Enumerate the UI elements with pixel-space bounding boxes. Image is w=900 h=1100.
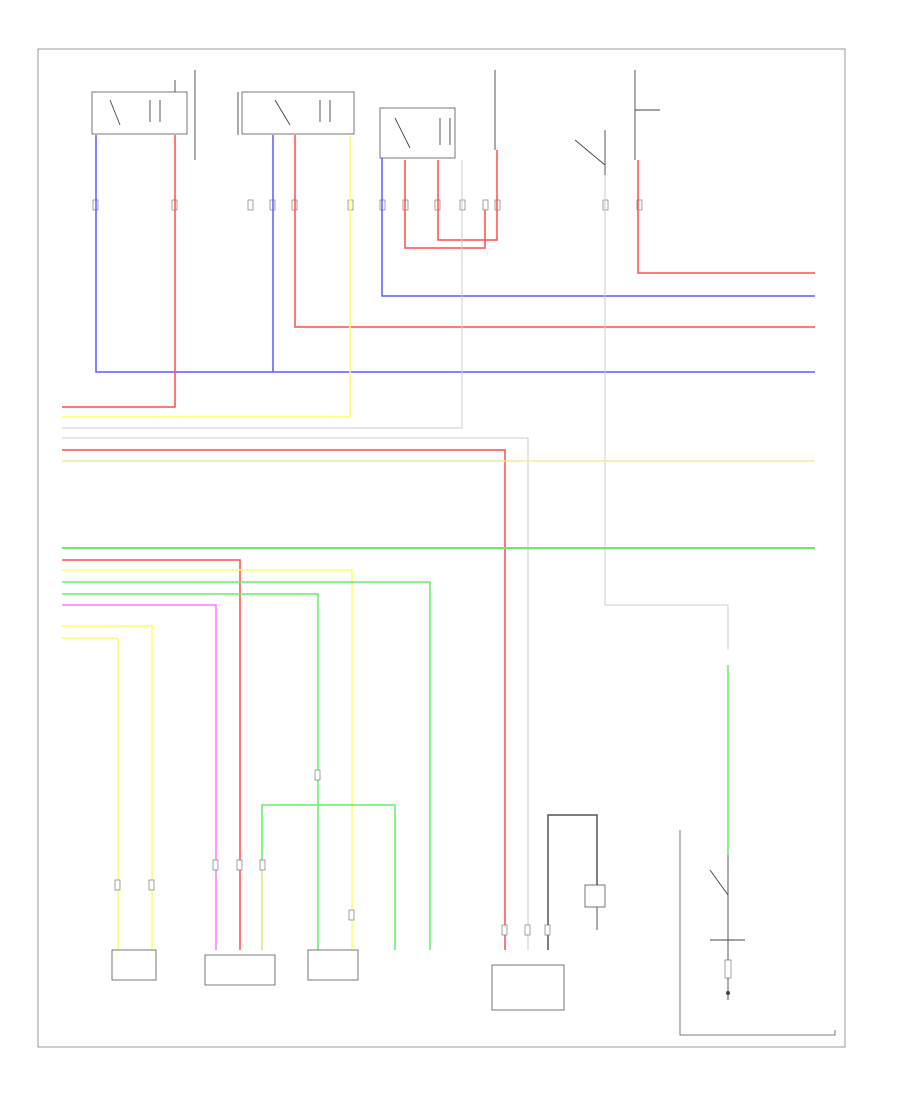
hvac-switch xyxy=(574,70,660,175)
ac-temp-sensor xyxy=(111,879,157,981)
evaporator-temp-sensor xyxy=(307,769,359,981)
wire-yellow-4 xyxy=(62,637,119,950)
clutch-diode xyxy=(584,884,606,930)
wire-yellow-3 xyxy=(62,625,153,950)
wire-blue-1 xyxy=(95,135,815,373)
compressor-relay xyxy=(379,70,496,159)
wire-red-5 xyxy=(637,160,815,274)
compressor-clutch-assembly xyxy=(679,830,836,1036)
diagram-frame xyxy=(37,48,846,1048)
wire-pink-1 xyxy=(62,604,217,950)
wire-yellow-1 xyxy=(62,135,351,418)
wire-red-6 xyxy=(62,449,506,950)
ac-pressure-sensor xyxy=(204,859,276,986)
wire-blue-3 xyxy=(381,158,815,297)
wire-gray-3 xyxy=(62,437,529,950)
wire-green-3 xyxy=(62,593,319,950)
condenser-fan-relay xyxy=(91,70,196,160)
wire-red-4 xyxy=(437,150,498,241)
wire-darkgray-1 xyxy=(547,814,598,950)
clutch-control-module xyxy=(491,924,565,1011)
wire-red-2 xyxy=(294,135,815,328)
wire-gray-1 xyxy=(62,160,463,429)
wire-red-7 xyxy=(62,559,241,950)
wire-green-branch xyxy=(261,804,396,950)
wire-red-3 xyxy=(404,160,486,249)
wire-red-1 xyxy=(62,135,176,408)
fan-relay xyxy=(237,91,355,135)
wire-green-2 xyxy=(62,581,431,950)
wire-gray-2 xyxy=(604,175,729,650)
wire-yellow-2 xyxy=(62,569,353,950)
